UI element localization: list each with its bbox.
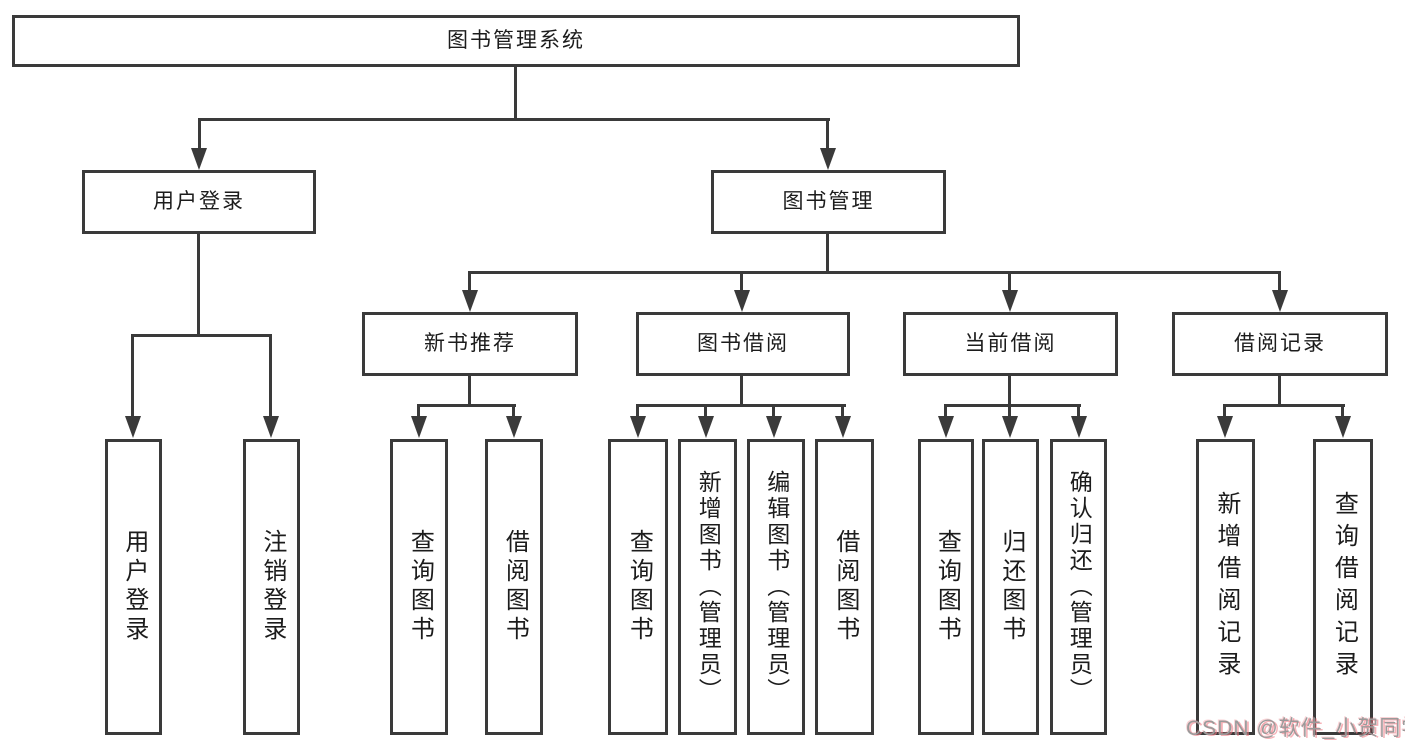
connector-line xyxy=(514,67,517,119)
connector-arrow xyxy=(125,416,141,438)
node-book-borrow: 图书借阅 xyxy=(636,312,850,376)
connector-arrow xyxy=(820,148,836,170)
connector-arrow xyxy=(734,290,750,312)
connector-arrow xyxy=(1071,416,1087,438)
node-borrow-records: 借阅记录 xyxy=(1172,312,1388,376)
connector-line xyxy=(131,334,134,416)
connector-arrow xyxy=(506,416,522,438)
csdn-watermark: CSDN @软件_小贺同学 xyxy=(1186,717,1405,740)
connector-arrow xyxy=(698,416,714,438)
connector-line xyxy=(1223,404,1345,407)
leaf-borrow-book-2: 借阅图书 xyxy=(815,439,874,735)
connector-arrow xyxy=(411,416,427,438)
node-user-login: 用户登录 xyxy=(82,170,316,234)
connector-line xyxy=(468,271,471,290)
connector-line xyxy=(198,118,830,121)
connector-line xyxy=(1223,404,1226,418)
leaf-confirm-return-admin: 确认归还（管理员） xyxy=(1050,439,1107,735)
connector-arrow xyxy=(835,416,851,438)
connector-line xyxy=(197,234,200,336)
connector-line xyxy=(131,334,272,337)
connector-arrow xyxy=(938,416,954,438)
connector-line xyxy=(1008,404,1011,418)
leaf-query-borrow-record: 查询借阅记录 xyxy=(1313,439,1373,735)
connector-line xyxy=(417,404,516,407)
connector-line xyxy=(198,118,201,150)
connector-line xyxy=(269,334,272,416)
leaf-user-login: 用户登录 xyxy=(105,439,162,735)
connector-arrow xyxy=(1002,416,1018,438)
leaf-logout-login: 注销登录 xyxy=(243,439,300,735)
leaf-return-book: 归还图书 xyxy=(982,439,1039,735)
connector-arrow xyxy=(263,416,279,438)
node-root: 图书管理系统 xyxy=(12,15,1020,67)
connector-line xyxy=(1008,376,1011,407)
connector-line xyxy=(826,234,829,274)
connector-line xyxy=(841,404,844,418)
connector-arrow xyxy=(630,416,646,438)
connector-line xyxy=(944,404,947,418)
connector-line xyxy=(636,404,846,407)
node-current-borrow: 当前借阅 xyxy=(903,312,1118,376)
leaf-query-book-3: 查询图书 xyxy=(918,439,974,735)
connector-line xyxy=(1077,404,1080,418)
leaf-add-borrow-record: 新增借阅记录 xyxy=(1196,439,1255,735)
node-new-book-recommend: 新书推荐 xyxy=(362,312,578,376)
connector-arrow xyxy=(1272,290,1288,312)
node-book-management: 图书管理 xyxy=(711,170,946,234)
connector-arrow xyxy=(1335,416,1351,438)
connector-line xyxy=(1341,404,1344,418)
connector-line xyxy=(512,404,515,418)
connector-line xyxy=(944,404,1081,407)
connector-arrow xyxy=(1002,290,1018,312)
connector-arrow xyxy=(191,148,207,170)
leaf-edit-book-admin: 编辑图书（管理员） xyxy=(747,439,805,735)
connector-line xyxy=(772,404,775,418)
connector-arrow xyxy=(766,416,782,438)
leaf-borrow-book-1: 借阅图书 xyxy=(485,439,543,735)
connector-line xyxy=(1278,271,1281,290)
connector-line xyxy=(1278,376,1281,407)
connector-line xyxy=(826,118,829,150)
connector-line xyxy=(636,404,639,418)
connector-line xyxy=(1008,271,1011,290)
connector-arrow xyxy=(1217,416,1233,438)
leaf-query-book-1: 查询图书 xyxy=(390,439,448,735)
connector-line xyxy=(740,271,743,290)
connector-line xyxy=(468,376,471,407)
connector-line xyxy=(704,404,707,418)
leaf-query-book-2: 查询图书 xyxy=(608,439,668,735)
connector-line xyxy=(417,404,420,418)
connector-line xyxy=(468,271,1281,274)
connector-arrow xyxy=(462,290,478,312)
leaf-add-book-admin: 新增图书（管理员） xyxy=(678,439,737,735)
connector-line xyxy=(740,376,743,407)
